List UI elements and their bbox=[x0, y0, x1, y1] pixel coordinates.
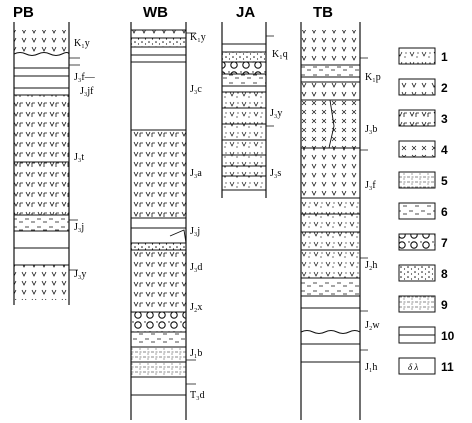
legend-num-1: 1 bbox=[441, 50, 448, 64]
legend: δ λ 1 2 3 4 5 6 7 8 9 10 11 bbox=[399, 48, 455, 374]
column-header-ja: JA bbox=[236, 4, 255, 21]
pb-label-k1y: K₁y bbox=[74, 38, 90, 49]
wb-label-k1y: K₁y bbox=[190, 32, 206, 43]
legend-num-2: 2 bbox=[441, 81, 448, 95]
column-ja: K₁q J₃y J₃s bbox=[222, 22, 288, 198]
tb-label-j2h: J₂h bbox=[365, 260, 377, 271]
legend-swatch-3 bbox=[399, 110, 435, 126]
legend-num-9: 9 bbox=[441, 298, 448, 312]
ja-label-j3y: J₃y bbox=[270, 108, 282, 119]
legend-swatch-4 bbox=[399, 141, 435, 157]
legend-num-6: 6 bbox=[441, 205, 448, 219]
column-tb: K₁p J₃b J₃f J₂h J₂w J₁h bbox=[301, 22, 381, 420]
legend-num-5: 5 bbox=[441, 174, 448, 188]
pb-label-j3j: J₃j bbox=[74, 222, 84, 233]
column-header-tb: TB bbox=[313, 4, 333, 21]
wb-label-j3a: J₃a bbox=[190, 168, 202, 179]
legend-swatch-7 bbox=[399, 234, 435, 250]
legend-swatch-8 bbox=[399, 265, 435, 281]
pb-label-j3jf: J₃jf bbox=[80, 86, 94, 97]
tb-label-j1h: J₁h bbox=[365, 362, 377, 373]
column-wb: K₁y J₃c J₃a J₃j J₃d J₂x J₁b T₃d bbox=[131, 22, 206, 420]
wb-label-j3d: J₃d bbox=[190, 262, 202, 273]
legend-num-7: 7 bbox=[441, 236, 448, 250]
ja-label-k1q: K₁q bbox=[272, 49, 288, 60]
tb-label-j2w: J₂w bbox=[365, 320, 380, 331]
tb-label-k1p: K₁p bbox=[365, 72, 381, 83]
pb-label-j3f: J₃f— bbox=[74, 72, 96, 83]
column-header-pb: PB bbox=[13, 4, 34, 21]
legend-swatch-2 bbox=[399, 79, 435, 95]
legend-num-8: 8 bbox=[441, 267, 448, 281]
legend-num-3: 3 bbox=[441, 112, 448, 126]
wb-label-j1b: J₁b bbox=[190, 348, 202, 359]
wb-label-j3j: J₃j bbox=[190, 226, 200, 237]
legend-swatch-9 bbox=[399, 296, 435, 312]
tb-label-j3f: J₃f bbox=[365, 180, 376, 191]
legend-num-4: 4 bbox=[441, 143, 448, 157]
pb-label-j3y: J₃y bbox=[74, 269, 86, 280]
pb-label-j3t: J₃t bbox=[74, 152, 84, 163]
legend-symbol-11: δ λ bbox=[408, 362, 418, 372]
wb-label-t3d: T₃d bbox=[190, 390, 205, 401]
tb-label-j3b: J₃b bbox=[365, 124, 377, 135]
legend-swatch-6 bbox=[399, 203, 435, 219]
ja-label-j3s: J₃s bbox=[270, 168, 281, 179]
wb-label-j3c: J₃c bbox=[190, 84, 202, 95]
legend-num-11: 11 bbox=[441, 360, 454, 374]
legend-num-10: 10 bbox=[441, 329, 455, 343]
wb-label-j2x: J₂x bbox=[190, 302, 202, 313]
legend-swatch-5 bbox=[399, 172, 435, 188]
legend-swatch-1 bbox=[399, 48, 435, 64]
column-pb: K₁y J₃f— J₃jf J₃t J₃j J₃y bbox=[14, 22, 96, 305]
column-header-wb: WB bbox=[143, 4, 168, 21]
